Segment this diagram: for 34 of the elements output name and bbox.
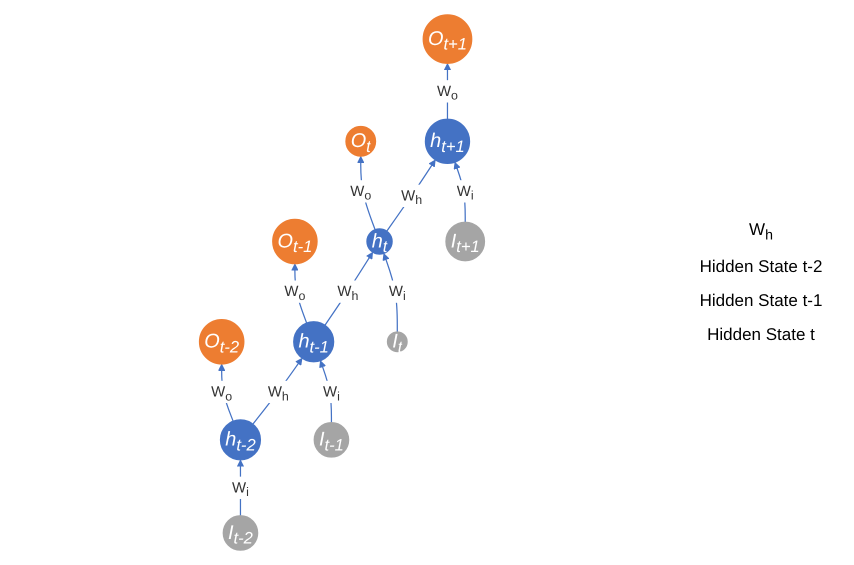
arrow bbox=[357, 156, 376, 230]
node-circle: h$_{t-1}$ bbox=[293, 321, 334, 362]
edge-label: W$_{i}$ bbox=[323, 383, 340, 404]
node-circle: O$_{t+1}$ bbox=[422, 14, 472, 64]
node-circle: O$_{t-2}$ bbox=[198, 318, 244, 365]
edge-label: W$_{h}$ bbox=[337, 282, 358, 304]
state-label: Hidden State t-2 bbox=[698, 257, 824, 278]
arrow bbox=[252, 358, 302, 424]
node-circle: h$_{t-2}$ bbox=[220, 419, 262, 460]
arrow bbox=[324, 252, 374, 326]
edge-label: W$_{i}$ bbox=[232, 479, 249, 500]
edge-label: W$_{h}$ bbox=[268, 383, 289, 404]
arrow bbox=[291, 264, 308, 324]
edge-label: W$_{i}$ bbox=[388, 282, 406, 304]
state-label: Hidden State t bbox=[706, 325, 816, 346]
edge-label: W$_{h}$ bbox=[401, 187, 422, 208]
arrow bbox=[454, 162, 466, 222]
arrow bbox=[218, 364, 234, 422]
arrow bbox=[382, 253, 398, 332]
edge-label: W$_{o}$ bbox=[350, 182, 372, 204]
arrow bbox=[319, 360, 332, 422]
edge-label: W$_{o}$ bbox=[284, 282, 306, 304]
node-circle: I$_{t-1}$ bbox=[314, 422, 350, 458]
node-circle: I$_{t-2}$ bbox=[222, 515, 258, 551]
node-circle: h$_{t+1}$ bbox=[424, 118, 470, 164]
edge-label: W$_{o}$ bbox=[436, 82, 458, 103]
node-circle: I$_{t+1}$ bbox=[445, 222, 486, 262]
edge-label: W$_{o}$ bbox=[211, 383, 232, 404]
state-label: Hidden State t-1 bbox=[698, 291, 824, 312]
arrow bbox=[444, 63, 452, 120]
edge-label: W$_{i}$ bbox=[456, 182, 474, 204]
arrow bbox=[386, 160, 436, 232]
node-circle: O$_{t-1}$ bbox=[272, 218, 318, 264]
weight-label: W$_{h}$ bbox=[748, 220, 774, 244]
